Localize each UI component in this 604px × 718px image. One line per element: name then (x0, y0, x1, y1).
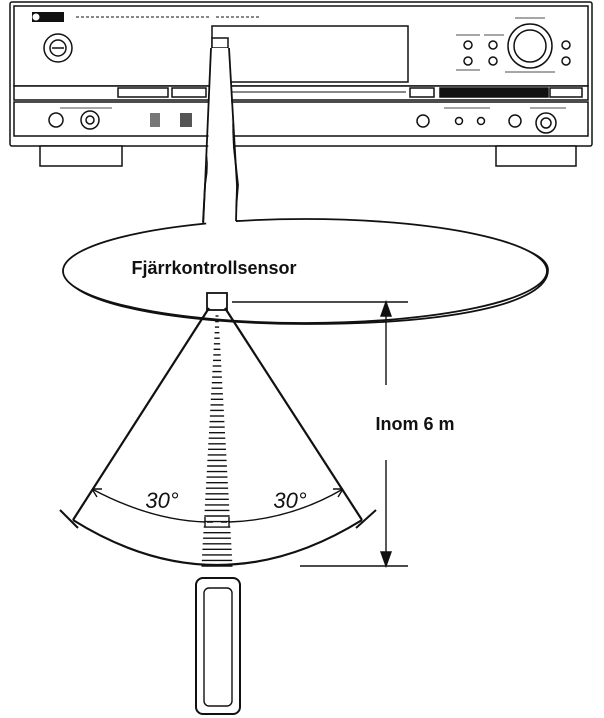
angle-label-left: 30° (145, 488, 178, 513)
angle-label-right: 30° (273, 488, 306, 513)
foot-right (495, 145, 577, 167)
sensor-window (206, 292, 228, 311)
angle-arc-left (91, 488, 206, 523)
center-axis (201, 315, 233, 567)
coverage-arc (72, 519, 363, 567)
angle-arc-right (228, 488, 344, 523)
sensor-window-device (211, 37, 229, 49)
distance-label: Inom 6 m (375, 414, 454, 434)
coverage-fan (59, 292, 377, 567)
brand-logo (32, 12, 64, 22)
power-button (43, 33, 73, 63)
receiver-device (9, 1, 593, 167)
foot-left (39, 145, 123, 167)
main-knob (507, 23, 553, 69)
coverage-boundary-right (224, 307, 363, 521)
sensor-label: Fjärrkontrollsensor (131, 258, 296, 278)
coverage-boundary-left (72, 307, 210, 521)
display-window (211, 25, 409, 83)
distance-dimension (232, 299, 408, 569)
sensor-callout: Fjärrkontrollsensor (62, 47, 549, 325)
remote-control (195, 577, 241, 715)
